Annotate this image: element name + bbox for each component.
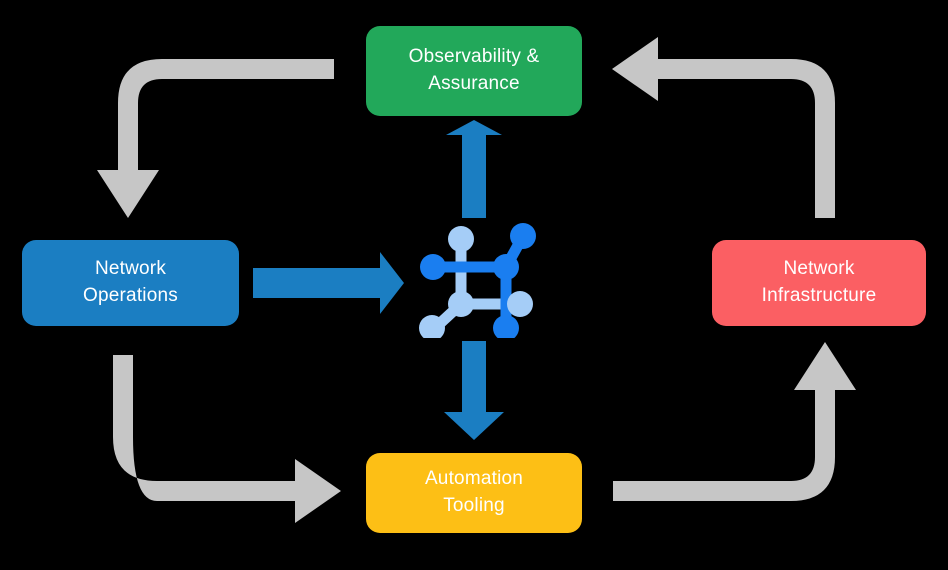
topology-node-left (420, 254, 446, 280)
topology-node-top-left (448, 226, 474, 252)
arrow-infrastructure-to-observability (612, 37, 835, 218)
topology-node-bottom-left (419, 315, 445, 341)
node-network-operations[interactable]: Network Operations (22, 240, 239, 326)
topology-node-bottom (493, 315, 519, 341)
topology-node-right (507, 291, 533, 317)
topology-node-top-right (510, 223, 536, 249)
node-observability-label: Observability & Assurance (408, 46, 540, 94)
node-operations-label: Network Operations (83, 258, 178, 306)
node-network-infrastructure[interactable]: Network Infrastructure (712, 240, 926, 326)
node-automation-tooling[interactable]: Automation Tooling (366, 453, 582, 533)
arrow-operations-to-automation (113, 355, 341, 523)
node-automation-label: Automation Tooling (424, 468, 524, 516)
network-topology-icon (418, 218, 536, 341)
arrow-operations-to-center (253, 252, 404, 314)
node-observability-assurance[interactable]: Observability & Assurance (366, 26, 582, 116)
arrow-observability-to-operations (97, 59, 334, 218)
topology-node-mid-left (448, 291, 474, 317)
node-infrastructure-label: Network Infrastructure (761, 258, 877, 306)
arrow-center-to-automation (444, 341, 504, 440)
arrow-automation-to-infrastructure (613, 342, 856, 501)
arrow-center-to-observability (446, 120, 502, 218)
topology-node-center (493, 254, 519, 280)
